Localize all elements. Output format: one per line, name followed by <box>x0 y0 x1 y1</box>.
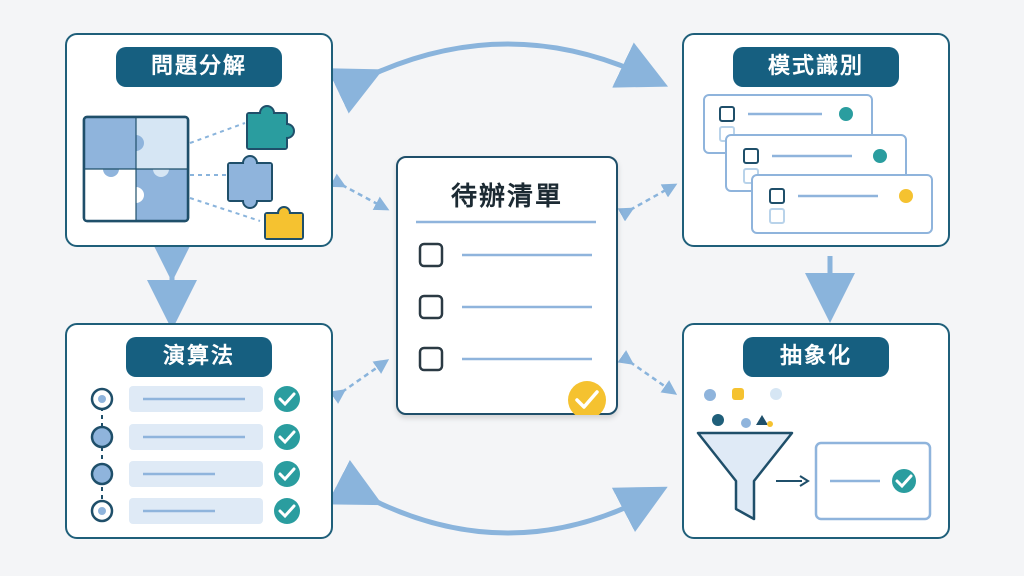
abstraction-panel: 抽象化 <box>682 323 950 539</box>
todo-title: 待辦清單 <box>450 182 563 212</box>
decomposition-panel: 問題分解 <box>65 33 333 247</box>
todo-item-3 <box>418 346 592 372</box>
algorithm-title: 演算法 <box>126 337 272 377</box>
todo-list-card: 待辦清單 <box>396 156 618 415</box>
algo-step-3 <box>90 461 300 487</box>
dashed-arrow-bottom-right <box>617 350 678 395</box>
todo-item-1 <box>418 242 592 268</box>
pattern-title: 模式識別 <box>733 47 899 87</box>
todo-complete-badge <box>568 381 606 415</box>
dashed-arrow-bottom-left <box>329 359 390 404</box>
algo-step-1 <box>90 386 300 412</box>
yellow-puzzle-piece <box>264 206 304 240</box>
funnel-shape <box>696 431 794 521</box>
algorithm-panel: 演算法 <box>65 323 333 539</box>
abstraction-title: 抽象化 <box>743 337 889 377</box>
todo-items <box>416 220 606 415</box>
blue-puzzle-piece <box>227 155 273 209</box>
teal-puzzle-piece <box>246 105 295 150</box>
algorithm-steps-icon <box>90 386 300 524</box>
stacked-cards-icon <box>703 94 933 234</box>
dashed-arrow-top-right <box>617 183 678 222</box>
top-cycle-arrow <box>327 41 669 114</box>
pattern-panel: 模式識別 <box>682 33 950 247</box>
decomposition-title: 問題分解 <box>116 47 282 87</box>
pattern-card-3 <box>751 174 933 234</box>
dashed-arrow-top-left <box>329 173 390 211</box>
puzzle-icon <box>82 105 304 240</box>
funnel-icon <box>696 388 932 521</box>
algo-step-4 <box>90 498 300 524</box>
todo-item-2 <box>418 294 592 320</box>
algo-step-2 <box>90 424 300 450</box>
bottom-cycle-arrow <box>326 460 668 536</box>
